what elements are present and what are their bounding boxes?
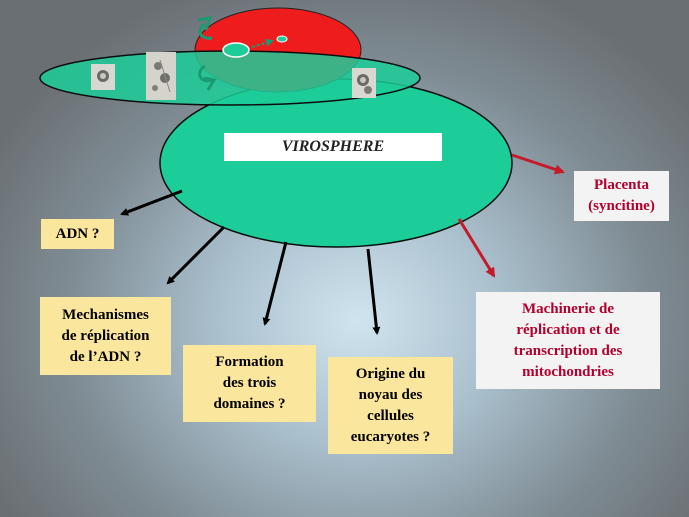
box-machinerie-line: Machinerie de <box>521 300 615 317</box>
box-placenta-line: (syncitine) <box>588 198 655 214</box>
box-adn-line: ADN ? <box>55 225 100 242</box>
arrow-to-mechanismes <box>166 225 226 285</box>
virosphere-title: VIROSPHERE <box>224 133 442 161</box>
box-origine-line: noyau des <box>358 386 423 403</box>
box-machinerie-line: transcription des <box>513 342 623 359</box>
box-placenta-line: Placenta <box>594 177 649 193</box>
arrow-to-machinerie <box>457 218 496 278</box>
box-formation-line: des trois <box>222 375 277 391</box>
box-formation-line: domaines ? <box>213 396 286 412</box>
virus-particle-image-2 <box>146 52 176 100</box>
arrow-to-placenta <box>511 153 565 175</box>
box-origine-line: eucaryotes ? <box>350 428 431 445</box>
box-mechanismes-line: Mechanismes <box>62 306 149 323</box>
box-formation: Formation des trois domaines ? <box>183 345 316 422</box>
curved-arrow-icon <box>197 16 213 40</box>
box-origine: Origine du noyau des cellules eucaryotes… <box>328 357 453 454</box>
arrow-to-origine <box>366 248 381 335</box>
box-mechanismes-line: de réplication <box>61 327 150 344</box>
virus-particle-image-1 <box>91 64 115 90</box>
box-mechanismes-line: de l’ADN ? <box>69 348 142 365</box>
box-machinerie-line: mitochondries <box>522 363 614 380</box>
box-origine-line: cellules <box>367 407 414 424</box>
green-arrow-icon <box>251 38 274 48</box>
curved-arrow-icon-2 <box>198 64 217 91</box>
box-machinerie: Machinerie de réplication et de transcri… <box>476 292 660 389</box>
nucleus-blob <box>222 42 250 58</box>
box-placenta: Placenta (syncitine) <box>574 171 669 221</box>
box-machinerie-line: réplication et de <box>516 321 620 338</box>
box-adn: ADN ? <box>41 219 114 249</box>
arrow-to-adn <box>120 189 183 216</box>
arrow-to-formation <box>262 241 288 326</box>
box-origine-line: Origine du <box>355 365 426 382</box>
small-blob <box>276 35 288 43</box>
box-mechanismes: Mechanismes de réplication de l’ADN ? <box>40 297 171 375</box>
virus-particle-image-3 <box>352 68 376 98</box>
box-formation-line: Formation <box>215 354 284 370</box>
